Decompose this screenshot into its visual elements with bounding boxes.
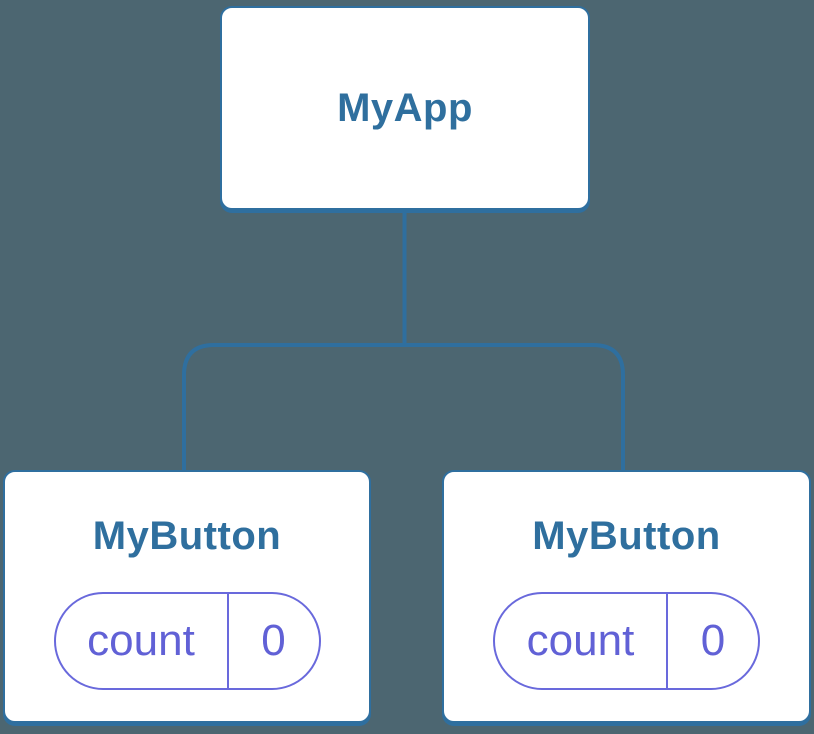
node-label: MyApp (337, 86, 473, 130)
pill-divider (226, 594, 229, 688)
node-label: MyButton (92, 514, 282, 558)
state-key-cell: count (56, 594, 227, 688)
state-key: count (526, 616, 635, 665)
component-node-mybutton-left: MyButton count 0 (3, 470, 371, 723)
component-node-mybutton-right: MyButton count 0 (442, 470, 811, 723)
state-value-cell: 0 (668, 594, 758, 688)
state-value: 0 (700, 616, 726, 665)
state-key: count (87, 616, 195, 665)
pill-divider (666, 594, 668, 688)
state-key-cell: count (495, 594, 666, 688)
node-label: MyButton (532, 514, 721, 558)
state-pill: count 0 (53, 592, 321, 690)
state-value: 0 (261, 616, 286, 665)
component-node-myapp: MyApp (220, 6, 590, 210)
state-value-cell: 0 (229, 594, 319, 688)
connector-bracket (182, 343, 625, 471)
state-pill: count 0 (493, 592, 760, 690)
